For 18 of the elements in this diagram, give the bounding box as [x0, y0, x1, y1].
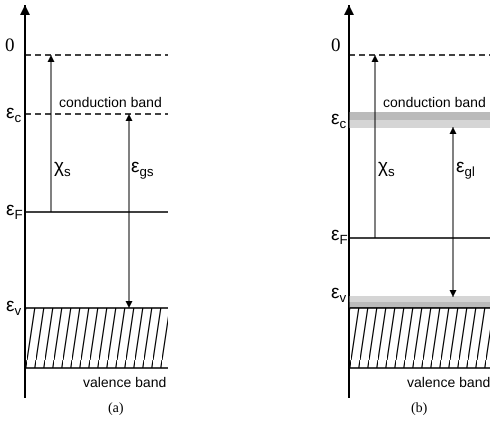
- level-label: 0: [331, 36, 340, 55]
- band-label: conduction band: [383, 95, 486, 109]
- band-label: valence band: [407, 375, 490, 389]
- band-label: valence band: [83, 375, 166, 389]
- quantity-label: χ$_{s}$: [54, 157, 71, 178]
- level-label: ε$_{v}$: [6, 296, 22, 318]
- level-label: 0: [5, 36, 14, 55]
- panel-caption: (a): [108, 402, 124, 416]
- quantity-label: χ$_{s}$: [378, 157, 395, 178]
- level-label: ε$_{F}$: [331, 225, 348, 246]
- panel-caption: (b): [411, 402, 428, 416]
- band-label: conduction band: [59, 95, 162, 109]
- level-label: ε$_{c}$: [331, 109, 346, 130]
- quantity-label: ε$_{gl}$: [456, 157, 475, 178]
- level-label: ε$_{v}$: [331, 283, 346, 304]
- quantity-label: ε$_{gs}$: [131, 157, 154, 178]
- level-label: ε$_{F}$: [6, 200, 23, 222]
- level-label: ε$_{c}$: [6, 103, 22, 124]
